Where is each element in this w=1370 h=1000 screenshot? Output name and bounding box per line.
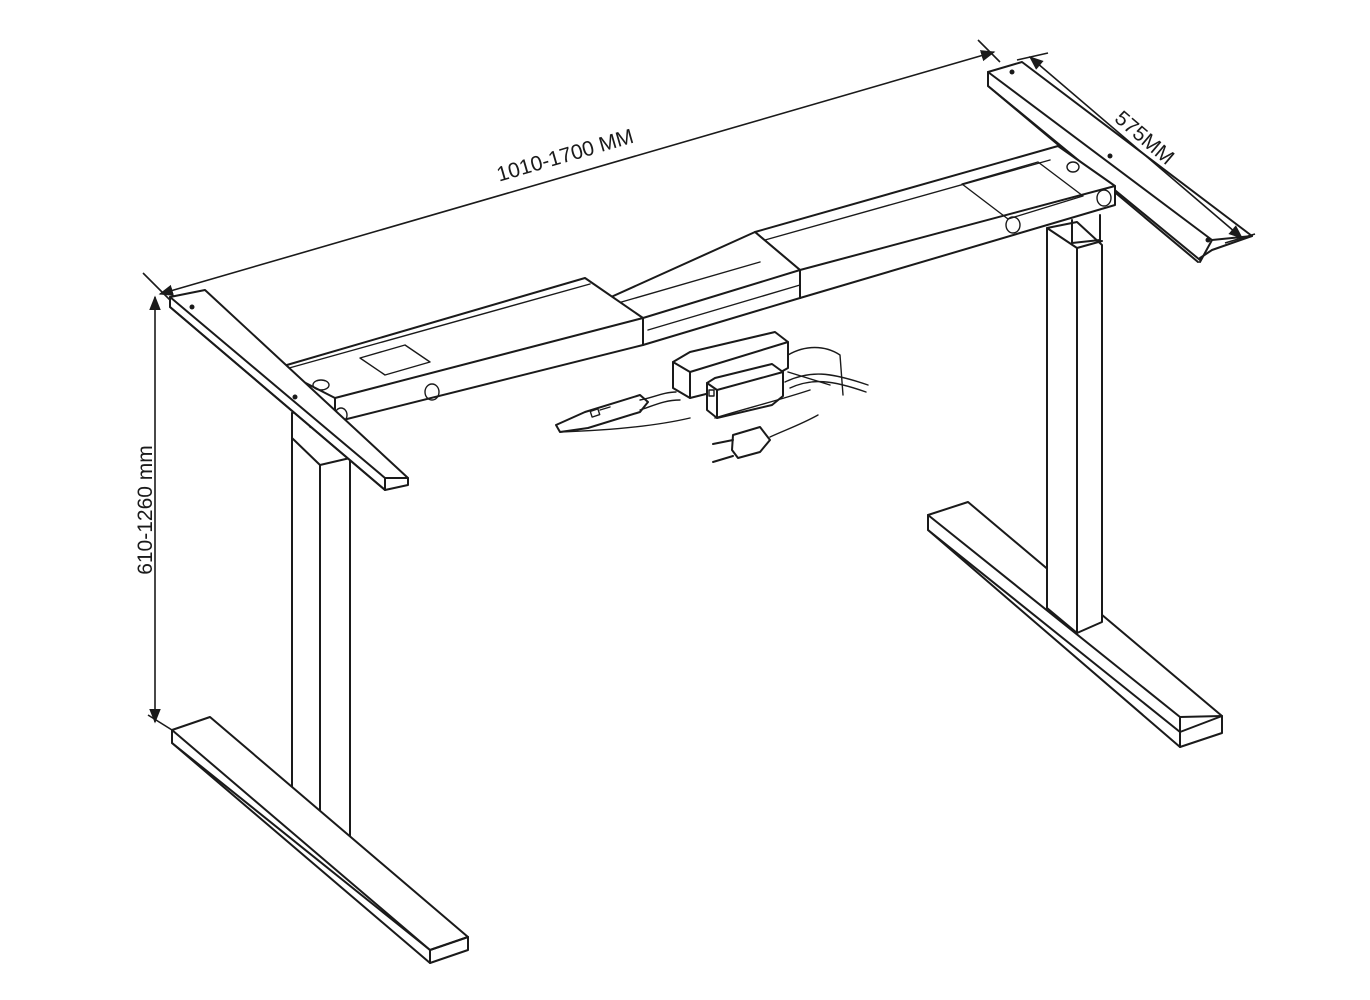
left-foot xyxy=(171,716,469,964)
power-plug xyxy=(712,389,819,463)
hand-controller xyxy=(555,391,691,433)
left-leg-column xyxy=(291,406,351,851)
height-label: 610-1260 mm xyxy=(134,445,157,575)
height-dimension: 610-1260 mm xyxy=(134,295,173,731)
width-label: 1010-1700 MM xyxy=(494,125,636,186)
right-leg-column xyxy=(1046,214,1103,634)
control-box xyxy=(672,331,869,419)
